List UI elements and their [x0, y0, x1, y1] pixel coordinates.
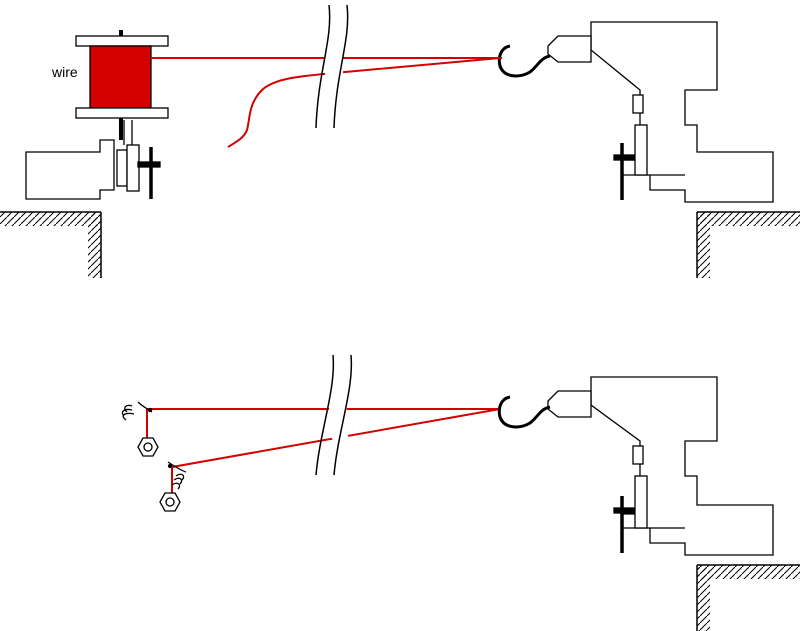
- top-hook: [497, 44, 551, 78]
- left-ground: [0, 211, 102, 278]
- bottom-wires: [146, 408, 501, 494]
- top-break-symbol: [315, 4, 349, 130]
- anchor-nut-lower: [159, 461, 187, 512]
- bottom-drill: [547, 376, 774, 556]
- wire-spool: [75, 30, 169, 140]
- wire-label: wire: [51, 64, 78, 80]
- right-ground: [696, 211, 800, 278]
- top-drill: [547, 21, 774, 203]
- bottom-hook: [497, 395, 551, 429]
- bottom-panel: [121, 354, 800, 631]
- bottom-right-ground: [696, 564, 800, 631]
- spool-stand: [25, 120, 161, 200]
- bottom-break-symbol: [315, 354, 353, 477]
- top-panel: wire: [0, 4, 800, 278]
- anchor-nut-upper: [121, 401, 159, 457]
